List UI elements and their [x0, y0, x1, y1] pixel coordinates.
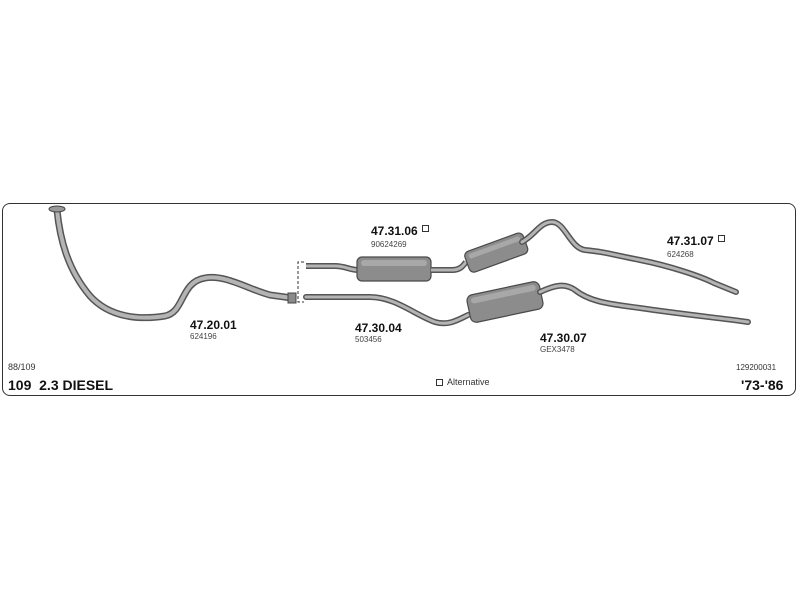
- alternative-icon: [717, 235, 725, 243]
- legend-label: Alternative: [447, 377, 490, 387]
- oe-number: 624268: [667, 250, 694, 259]
- alternative-bracket: [297, 261, 304, 303]
- oe-number: GEX3478: [540, 345, 575, 354]
- part-label-47-30-04: 47.30.04 503456: [355, 321, 402, 344]
- part-code: 47.30.04: [355, 321, 402, 335]
- oe-number: 624196: [190, 332, 217, 341]
- engine-name: 2.3 DIESEL: [39, 377, 114, 393]
- part-label-47-20-01: 47.20.01 624196: [190, 318, 237, 341]
- rear-muffler-47-31-07: [464, 218, 739, 295]
- middle-muffler-47-31-06: [306, 256, 469, 282]
- alternative-icon: [436, 379, 443, 387]
- model-name: 109: [8, 377, 32, 393]
- part-code: 47.31.06: [371, 224, 418, 238]
- part-label-47-31-06: 47.31.06 90624269: [371, 222, 429, 249]
- middle-pipe-47-30-04: [303, 294, 471, 327]
- front-pipe-47-20-01: [48, 205, 297, 322]
- alternative-icon: [421, 225, 429, 233]
- year-range: '73-'86: [741, 377, 784, 393]
- vehicle-title: 109 2.3 DIESEL: [8, 377, 113, 393]
- oe-number: 90624269: [371, 240, 407, 249]
- legend: Alternative: [436, 377, 490, 387]
- exhaust-diagram-frame: [2, 203, 796, 396]
- diagram-number: 129200031: [736, 363, 777, 372]
- oe-number: 503456: [355, 335, 382, 344]
- model-range: 88/109: [8, 362, 36, 372]
- rear-muffler-47-30-07: [466, 281, 751, 325]
- part-code: 47.30.07: [540, 331, 587, 345]
- part-code: 47.20.01: [190, 318, 237, 332]
- part-code: 47.31.07: [667, 234, 714, 248]
- part-label-47-30-07: 47.30.07 GEX3478: [540, 331, 587, 354]
- part-label-47-31-07: 47.31.07 624268: [667, 232, 725, 259]
